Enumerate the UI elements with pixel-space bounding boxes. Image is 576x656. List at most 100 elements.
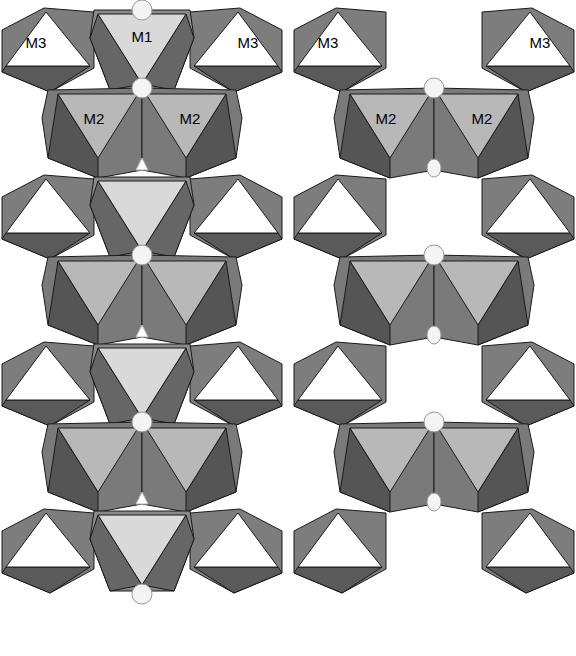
- hydrogen-atom: [427, 493, 441, 511]
- hydrogen-atom: [132, 245, 152, 265]
- m2-octahedron: [434, 88, 534, 178]
- m3-facet: [294, 400, 382, 426]
- m1-octahedron: [90, 511, 194, 591]
- hydrogen-atom: [424, 245, 444, 265]
- site-label: M3: [238, 35, 259, 50]
- m3-facet: [194, 400, 282, 426]
- m2-face: [146, 94, 226, 158]
- m2-face: [350, 94, 430, 158]
- m2-octahedron: [334, 255, 434, 345]
- m3-octahedron: [190, 8, 282, 92]
- m1-face: [98, 14, 186, 84]
- m2-face: [58, 428, 138, 492]
- m3-facet: [486, 567, 574, 593]
- m3-face: [194, 179, 278, 233]
- m2-octahedron: [142, 255, 242, 345]
- m3-face: [6, 346, 90, 400]
- m2-face: [58, 261, 138, 325]
- site-label: M3: [318, 35, 339, 50]
- m2-octahedron: [142, 422, 242, 512]
- m2-face: [438, 94, 518, 158]
- m1-face: [98, 181, 186, 251]
- m3-facet: [2, 66, 90, 92]
- m3-facet: [486, 66, 574, 92]
- m3-octahedron: [294, 342, 386, 426]
- hydrogen-atom: [424, 412, 444, 432]
- m2-octahedron: [42, 88, 142, 178]
- m3-facet: [2, 567, 90, 593]
- m2-face: [58, 94, 138, 158]
- m3-facet: [486, 233, 574, 259]
- m3-octahedron: [190, 342, 282, 426]
- m3-facet: [2, 233, 90, 259]
- hydrogen-atom: [424, 78, 444, 98]
- m3-face: [486, 513, 570, 567]
- m3-octahedron: [190, 175, 282, 259]
- m3-face: [298, 513, 382, 567]
- m3-face: [298, 12, 382, 66]
- site-label: M3: [530, 35, 551, 50]
- hydrogen-atom: [136, 325, 148, 337]
- m1-face: [98, 515, 186, 585]
- hydrogen-atom: [132, 584, 152, 604]
- m3-face: [6, 513, 90, 567]
- hydrogen-atom: [427, 326, 441, 344]
- m3-octahedron: [2, 175, 94, 259]
- site-label: M2: [376, 111, 397, 126]
- m3-face: [486, 12, 570, 66]
- m3-face: [194, 513, 278, 567]
- m3-face: [6, 12, 90, 66]
- m3-facet: [194, 233, 282, 259]
- m2-face: [438, 261, 518, 325]
- m3-face: [6, 179, 90, 233]
- m3-octahedron: [190, 509, 282, 593]
- m3-octahedron: [482, 509, 574, 593]
- m3-face: [486, 346, 570, 400]
- m3-face: [194, 12, 278, 66]
- hydrogen-atom: [427, 159, 441, 177]
- m3-octahedron: [294, 8, 386, 92]
- m2-octahedron: [334, 422, 434, 512]
- m2-face: [438, 428, 518, 492]
- m2-octahedron: [434, 422, 534, 512]
- m3-facet: [486, 400, 574, 426]
- m2-octahedron: [434, 255, 534, 345]
- m2-octahedron: [42, 422, 142, 512]
- m2-octahedron: [42, 255, 142, 345]
- m3-facet: [2, 400, 90, 426]
- m3-octahedron: [482, 342, 574, 426]
- site-label: M3: [26, 35, 47, 50]
- m1-face: [98, 348, 186, 418]
- m3-octahedron: [482, 175, 574, 259]
- site-label: M2: [180, 111, 201, 126]
- m3-facet: [194, 66, 282, 92]
- hydrogen-atom: [132, 78, 152, 98]
- hydrogen-atom: [136, 158, 148, 170]
- m3-facet: [294, 567, 382, 593]
- site-label: M2: [472, 111, 493, 126]
- site-label: M2: [84, 111, 105, 126]
- m2-octahedron: [142, 88, 242, 178]
- m3-facet: [194, 567, 282, 593]
- m3-octahedron: [2, 8, 94, 92]
- m2-face: [350, 261, 430, 325]
- m3-facet: [294, 66, 382, 92]
- site-label: M1: [132, 29, 153, 44]
- m2-face: [146, 428, 226, 492]
- hydrogen-atom: [132, 412, 152, 432]
- m3-facet: [294, 233, 382, 259]
- m3-face: [486, 179, 570, 233]
- m3-octahedron: [294, 509, 386, 593]
- m3-face: [194, 346, 278, 400]
- m3-face: [298, 179, 382, 233]
- m2-face: [146, 261, 226, 325]
- hydrogen-atom: [136, 492, 148, 504]
- m3-octahedron: [482, 8, 574, 92]
- hydrogen-atom: [132, 0, 152, 20]
- m3-octahedron: [2, 342, 94, 426]
- m3-octahedron: [294, 175, 386, 259]
- m2-octahedron: [334, 88, 434, 178]
- m3-face: [298, 346, 382, 400]
